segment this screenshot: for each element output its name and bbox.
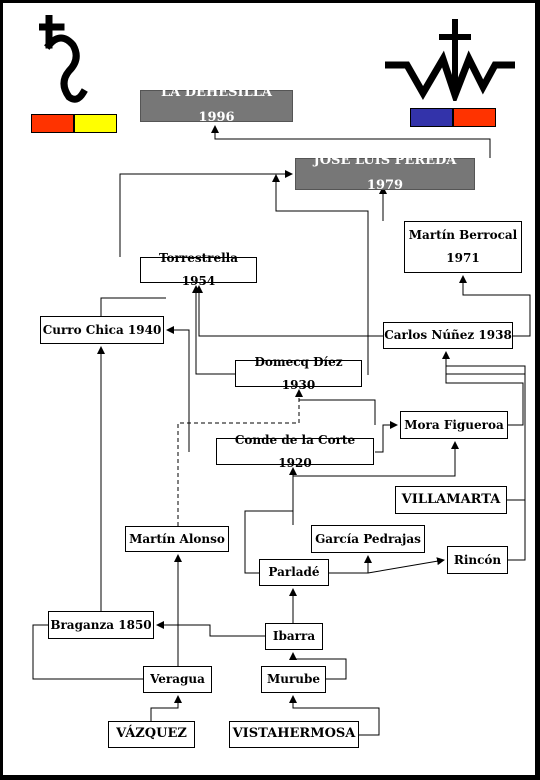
node-vistahermosa: VISTAHERMOSA xyxy=(229,721,359,748)
link-carlos-torrestrella xyxy=(195,285,383,337)
diagram-canvas: LA DEHESILLA 1996 JOSÉ LUIS PEREDA 1979 … xyxy=(3,3,535,775)
node-vazquez: VÁZQUEZ xyxy=(108,721,195,748)
node-garcia-pedrajas: García Pedrajas xyxy=(311,525,425,553)
link-murube-ibarra xyxy=(289,652,347,680)
link-mora-domecq xyxy=(299,399,376,425)
cross-on-wave-brand-icon xyxy=(385,19,515,101)
link-domecq-torrestrella xyxy=(192,285,235,375)
link-carlos-berrocal xyxy=(459,275,531,337)
node-jose-luis-pereda: JOSÉ LUIS PEREDA 1979 xyxy=(295,153,475,193)
link-vistahermosa-murube xyxy=(289,695,380,736)
node-curro-chica: Curro Chica 1940 xyxy=(40,316,164,344)
link-alonso-domecq xyxy=(177,389,303,526)
left-flag-yellow xyxy=(74,114,117,133)
link-veragua-braganza xyxy=(32,624,143,680)
node-la-dehesilla: LA DEHESILLA 1996 xyxy=(140,85,293,125)
link-vazquez-veragua xyxy=(150,695,182,721)
node-rincon: Rincón xyxy=(447,546,508,574)
link-mora-carlos xyxy=(442,351,524,426)
link-torrestrella-curro xyxy=(100,297,166,316)
node-villamarta: VILLAMARTA xyxy=(395,486,507,514)
link-parlade-pedrajas xyxy=(244,510,293,574)
left-flag-red xyxy=(31,114,74,133)
right-flag-red xyxy=(453,108,496,127)
right-flag-blue xyxy=(410,108,453,127)
node-torrestrella: Torrestrella 1954 xyxy=(140,251,257,288)
link-pereda-dehesilla xyxy=(211,125,491,158)
link-parlade-rincon xyxy=(367,557,445,574)
node-martin-alonso: Martín Alonso xyxy=(125,526,229,552)
link-parlade-pedrajas-2 xyxy=(329,555,372,574)
node-conde-de-la-corte: Conde de la Corte 1920 xyxy=(216,433,374,470)
node-parlade: Parladé xyxy=(259,559,329,586)
node-veragua: Veragua xyxy=(143,666,212,693)
node-martin-berrocal: Martín Berrocal 1971 xyxy=(404,221,522,273)
node-ibarra: Ibarra xyxy=(265,623,323,650)
link-conde-mora xyxy=(375,421,398,453)
node-murube: Murube xyxy=(261,666,326,693)
node-domecq-diez: Domecq Díez 1930 xyxy=(235,355,362,392)
node-mora-figueroa: Mora Figueroa xyxy=(400,411,508,439)
node-carlos-nunez: Carlos Núñez 1938 xyxy=(383,322,513,349)
link-domecq-pereda xyxy=(272,174,369,375)
link-ibarra-braganza xyxy=(156,621,265,637)
saturn-symbol-brand-icon xyxy=(39,15,88,103)
link-rincon-carlos xyxy=(446,365,526,561)
link-torrestrella-pereda xyxy=(119,170,293,257)
link-conde-curro xyxy=(166,326,190,452)
node-braganza: Braganza 1850 xyxy=(48,611,154,639)
connector-lines xyxy=(32,125,531,736)
link-conde-area-mora xyxy=(293,441,459,477)
